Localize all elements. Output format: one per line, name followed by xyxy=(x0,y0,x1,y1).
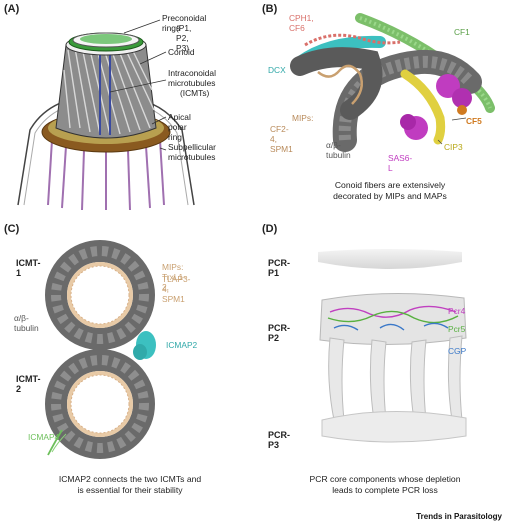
icmt-label-3: (ICMTs) xyxy=(180,88,210,98)
icmt-label-1: Intraconoidal xyxy=(168,68,216,78)
panel-d-label: (D) xyxy=(262,223,278,235)
pcr-p2-label: PCR-P2 xyxy=(268,323,290,343)
panel-b-caption-2: decorated by MIPs and MAPs xyxy=(333,191,447,201)
preconoidal-rings-sub-label: (P1, P2, P3) xyxy=(176,23,192,53)
icmt-1-label: ICMT-1 xyxy=(16,258,41,278)
tubulin-c-label: α/β-tubulin xyxy=(14,313,39,333)
pcr5-label: Pcr5 xyxy=(448,324,466,334)
panel-d-caption-1: PCR core components whose depletion xyxy=(309,474,461,484)
panel-c-caption-2: is essential for their stability xyxy=(77,485,183,495)
cf5-label: CF5 xyxy=(466,116,482,126)
pcr4-label: Pcr4 xyxy=(448,306,466,316)
mips-b-label-2: CF2-4, SPM1 xyxy=(270,124,293,154)
icmap2-label: ICMAP2 xyxy=(166,340,198,350)
conoid-schematic xyxy=(17,19,195,211)
cip3-label: CIP3 xyxy=(444,142,463,152)
icmap4-label: ICMAP4 xyxy=(28,432,60,442)
icmt-label-2: microtubules xyxy=(168,78,216,88)
panel-c-label: (C) xyxy=(4,223,20,235)
icmt-structures xyxy=(45,240,156,459)
mips-c-label-1: MIPs: TrxL1-2, xyxy=(162,262,186,292)
pcr-p1-label: PCR-P1 xyxy=(268,258,290,278)
mips-c-label-2: TLAP3-4, SPM1 xyxy=(162,274,191,304)
mips-b-label-1: MIPs: xyxy=(292,113,314,123)
sas6-l-label: SAS6-L xyxy=(388,153,413,173)
cf1-label: CF1 xyxy=(454,27,470,37)
conoid-fiber-structure xyxy=(290,13,495,152)
dcx-label: DCX xyxy=(268,65,286,75)
apical-polar-ring-label: Apical polar ring xyxy=(168,112,191,142)
subpellicular-label-2: microtubules xyxy=(168,152,216,162)
tubulin-b-label: α/β-tubulin xyxy=(326,140,351,160)
icmt-2-label: ICMT-2 xyxy=(16,374,41,394)
journal-credit: Trends in Parasitology xyxy=(416,512,502,521)
cph1-cf6-label: CPH1, CF6 xyxy=(289,13,314,33)
subpellicular-label-1: Subpellicular xyxy=(168,142,216,152)
panel-c-caption-1: ICMAP2 connects the two ICMTs and xyxy=(58,474,202,484)
pcr-p3-label: PCR-P3 xyxy=(268,430,290,450)
panel-b-caption-1: Conoid fibers are extensively xyxy=(334,180,446,190)
panel-d-caption-2: leads to complete PCR loss xyxy=(332,485,438,495)
cgp-label: CGP xyxy=(448,346,467,356)
panel-b-label: (B) xyxy=(262,3,278,15)
preconoidal-rings-label: Preconoidal rings xyxy=(162,13,207,33)
conoid-label: Conoid xyxy=(168,47,195,57)
panel-a-label: (A) xyxy=(4,3,20,15)
